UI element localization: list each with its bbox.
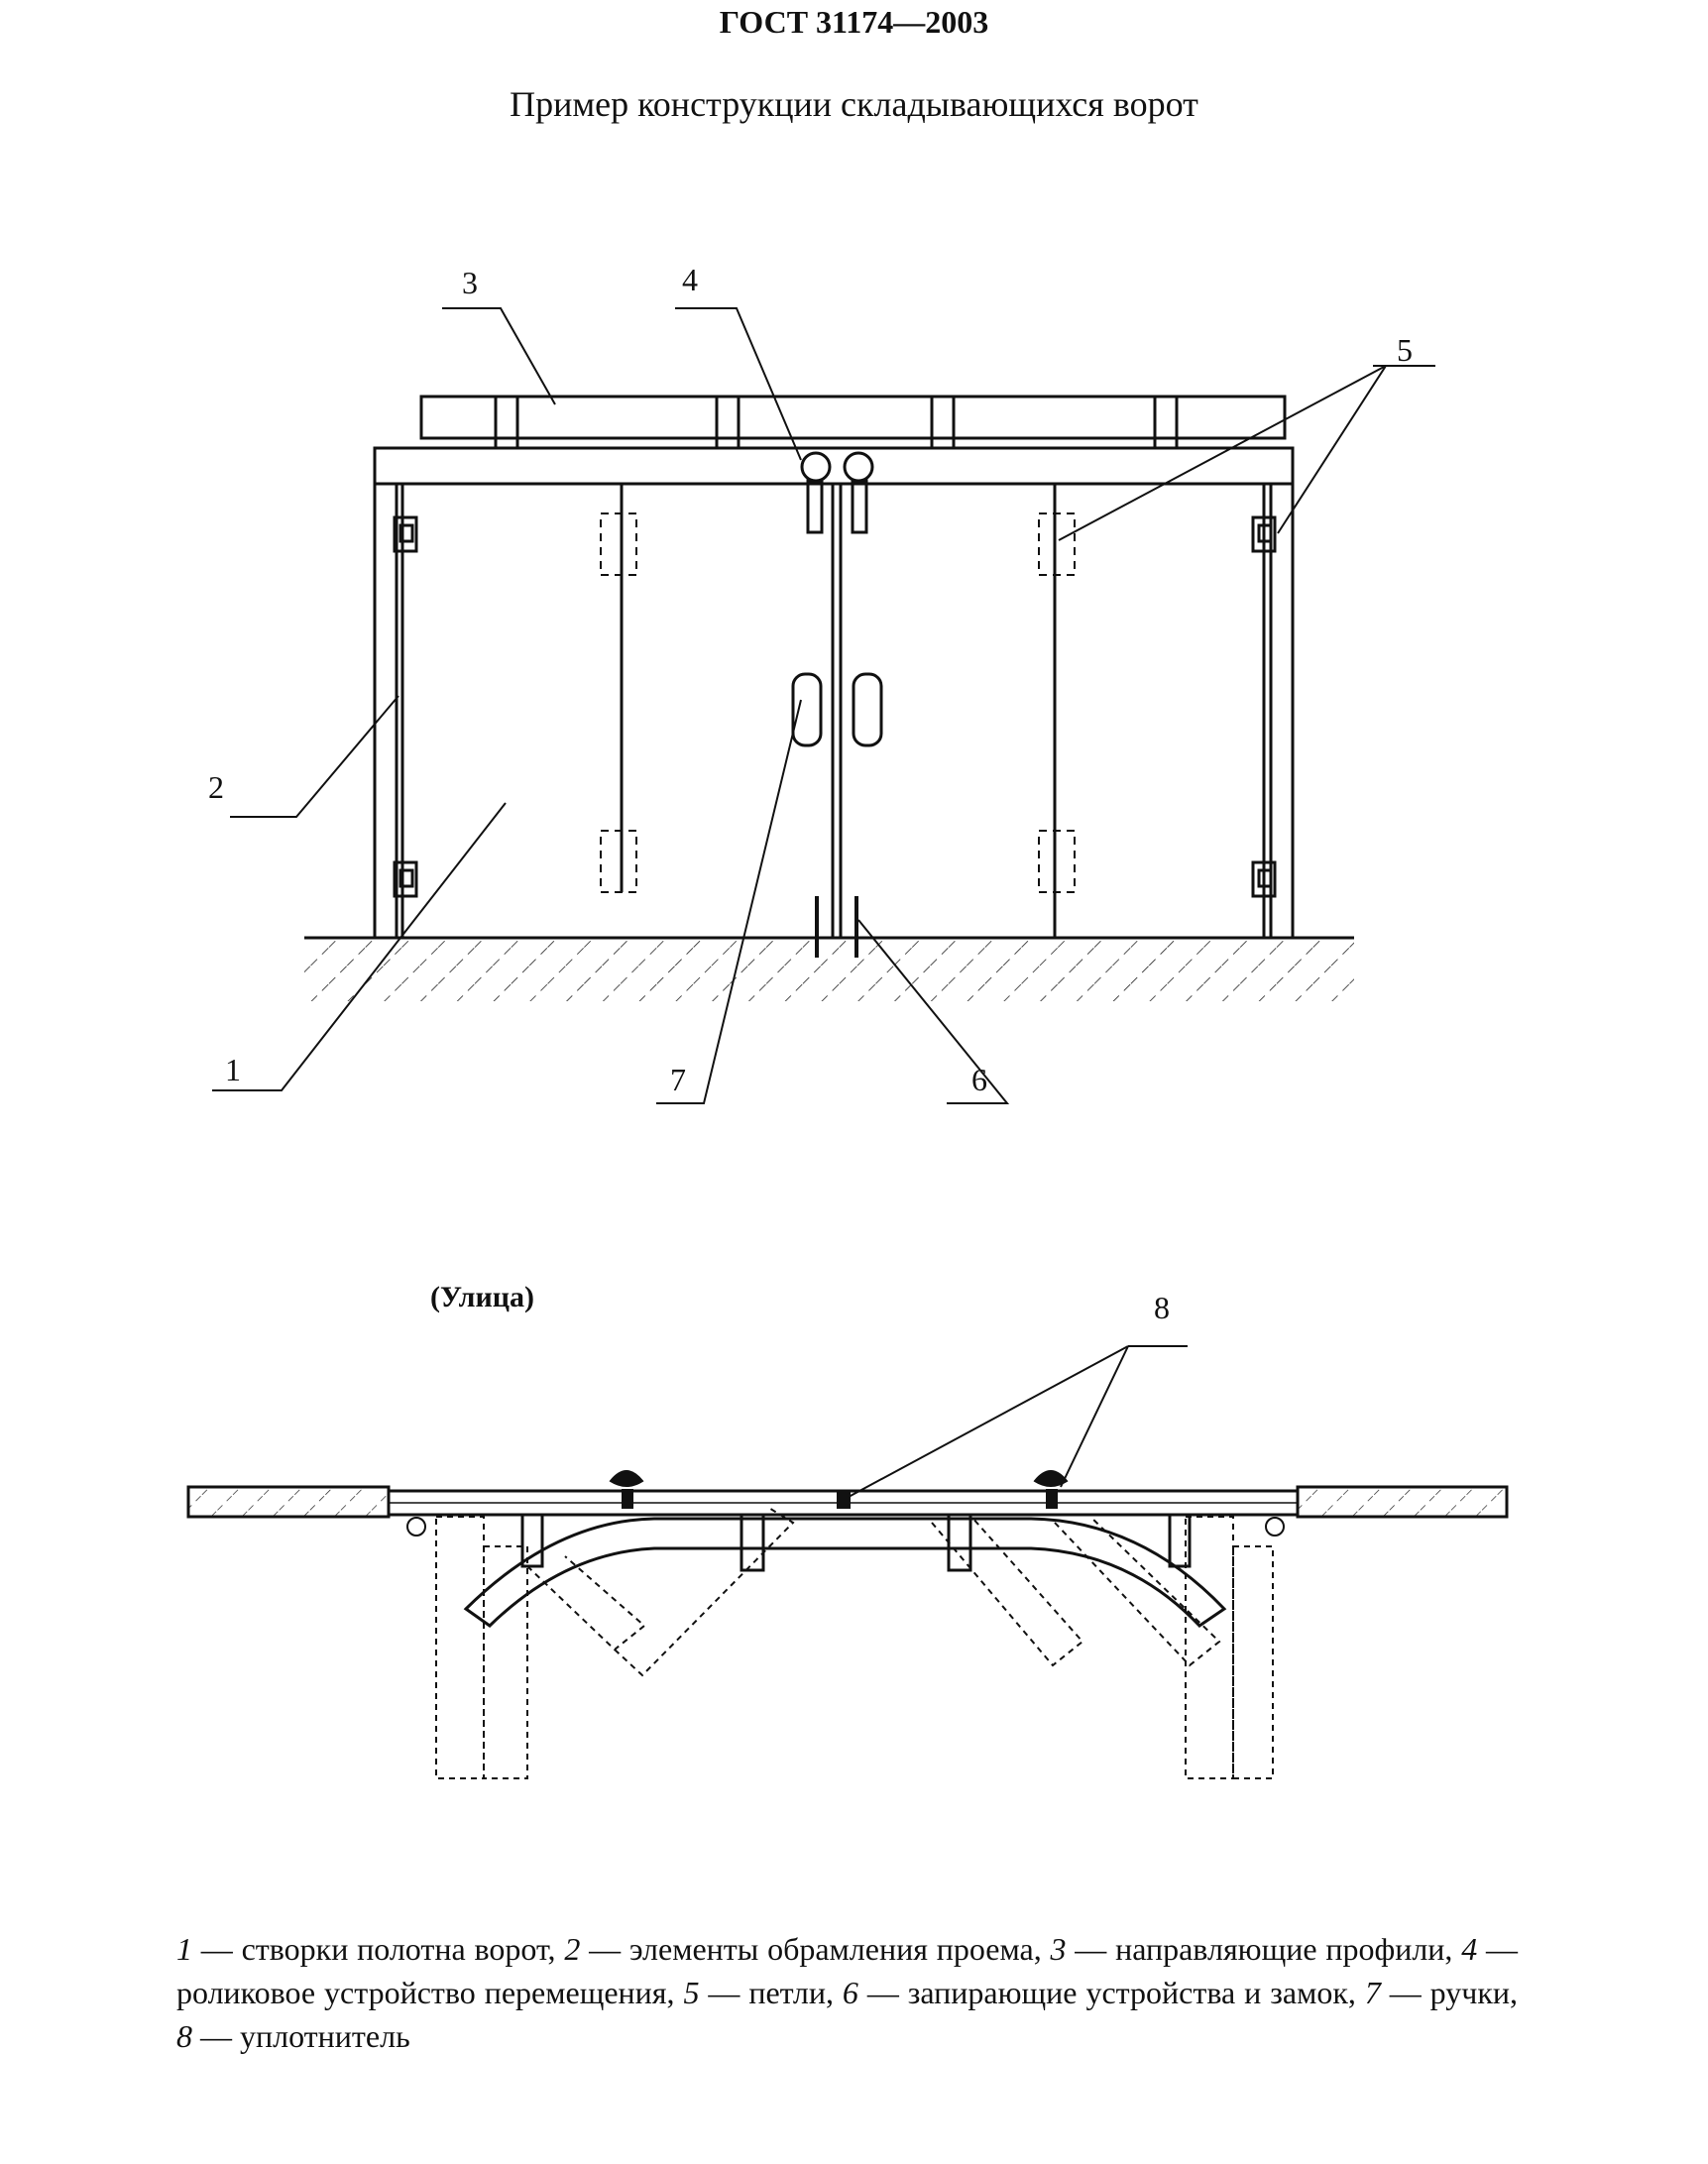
hidden-hinges <box>600 513 1076 893</box>
handles <box>791 672 883 747</box>
callout-6: 6 <box>971 1062 987 1097</box>
hinges <box>393 515 1277 898</box>
legend-item-7: 7 — ручки, <box>1364 1975 1519 2010</box>
wall-right <box>1296 1485 1509 1519</box>
legend-item-4: 4 — роликовое устройство перемещения, <box>176 1931 1519 2010</box>
callout-2: 2 <box>208 769 224 805</box>
legend-item-3: 3 — направляющие профили, <box>1050 1931 1462 1967</box>
legend-item-1: 1 — створки полотна ворот, <box>176 1931 565 1967</box>
callout-1: 1 <box>225 1052 241 1087</box>
street-label: (Улица) <box>430 1281 535 1313</box>
callout-4: 4 <box>682 262 698 297</box>
callout-7: 7 <box>670 1062 686 1097</box>
figure-legend: 1 — створки полотна ворот, 2 — элементы … <box>176 1927 1518 2058</box>
roller-device <box>800 451 874 534</box>
legend-item-8: 8 — уплотнитель <box>176 2018 410 2054</box>
frame-top-beam <box>373 446 1295 486</box>
gate-leaves <box>400 484 1266 938</box>
plan-view: 8 <box>186 1290 1509 1779</box>
figure-title: Пример конструкции складывающихся ворот <box>510 84 1198 124</box>
document-header: ГОСТ 31174—2003 <box>719 4 989 40</box>
guide-profile <box>419 395 1287 440</box>
seals <box>406 1470 1285 1537</box>
plan-folded-leaves <box>435 1506 1274 1779</box>
callout-8: 8 <box>1154 1290 1170 1325</box>
front-callouts: 3 4 5 2 1 7 6 <box>208 262 1413 1097</box>
callout-3: 3 <box>462 265 478 300</box>
legend-item-6: 6 — запирающие устройства и замок, <box>842 1975 1365 2010</box>
legend-item-2: 2 — элементы обрамления проема, <box>564 1931 1051 1967</box>
plan-leaders <box>848 1345 1188 1498</box>
wall-left <box>186 1485 391 1519</box>
guide-brackets <box>494 395 1179 450</box>
front-view <box>304 395 1354 958</box>
plan-guide-rail <box>463 1517 1227 1628</box>
front-leaders <box>212 307 1435 1104</box>
floor-hatching <box>304 940 1354 1001</box>
legend-item-5: 5 — петли, <box>683 1975 843 2010</box>
callout-5: 5 <box>1397 332 1413 368</box>
